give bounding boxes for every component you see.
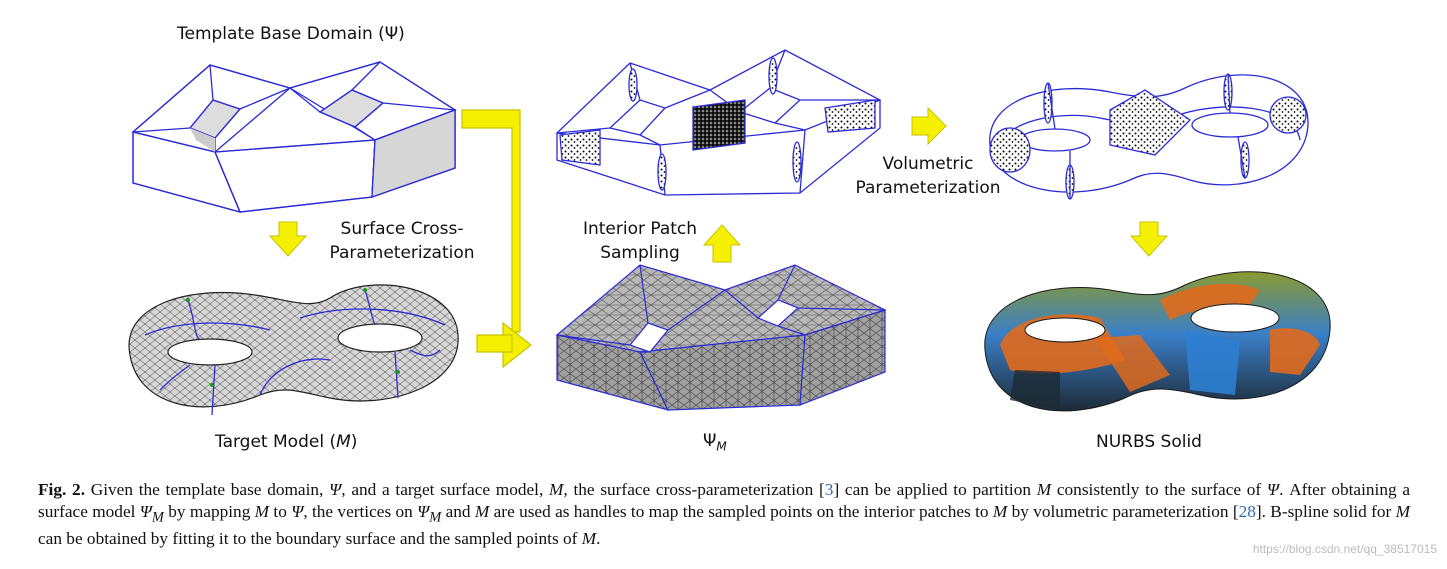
caption-psi: Ψ xyxy=(329,480,342,499)
label-surface-cross-line1: Surface Cross- xyxy=(340,219,464,239)
down-arrow-right-icon xyxy=(1129,221,1169,257)
caption-text: , the vertices on xyxy=(303,501,418,521)
caption-m: M xyxy=(549,480,564,499)
down-arrow-icon xyxy=(268,221,308,257)
label-volumetric-line1: Volumetric xyxy=(882,154,974,174)
caption-text: can be obtained by fitting it to the bou… xyxy=(38,529,582,549)
caption-psim-sub: M xyxy=(151,508,164,525)
label-interior-patch-line2: Sampling xyxy=(600,243,680,263)
volumetric-torus-wireframe xyxy=(989,73,1309,200)
citation-link-3[interactable]: 3 xyxy=(824,480,834,499)
label-template-base-domain: Template Base Domain (Ψ) xyxy=(177,24,405,44)
nurbs-solid xyxy=(984,271,1331,412)
caption-m: M xyxy=(1036,480,1052,499)
figure-caption: Fig. 2. Given the template base domain, … xyxy=(38,479,1410,550)
label-psi-m: ΨM xyxy=(703,431,727,453)
caption-text: by mapping xyxy=(163,501,255,521)
caption-text: Given the template base domain, xyxy=(85,480,330,499)
label-psi-sub: M xyxy=(716,439,727,454)
label-volumetric-line2: Parameterization xyxy=(855,178,1001,198)
label-surface-cross-parameterization: Surface Cross- Parameterization xyxy=(322,217,482,265)
label-target-model-text: Target Model ( xyxy=(215,432,337,452)
label-interior-patch-sampling: Interior Patch Sampling xyxy=(570,217,710,265)
interior-patch-wireframe xyxy=(555,49,882,196)
caption-m: M xyxy=(581,529,597,549)
label-surface-cross-line2: Parameterization xyxy=(329,243,475,263)
label-volumetric-parameterization: Volumetric Parameterization xyxy=(848,152,1008,200)
caption-text: ]. B-spline solid for xyxy=(1255,501,1396,521)
caption-text: by volumetric parameterization [ xyxy=(1007,501,1239,521)
caption-psim-sub: M xyxy=(429,508,442,525)
caption-text: , and a target surface model, xyxy=(341,480,550,499)
target-model-mesh xyxy=(128,284,459,416)
caption-m: M xyxy=(992,501,1008,521)
caption-text: . After obtaining a surface model xyxy=(38,480,1410,521)
caption-text: to xyxy=(269,501,292,521)
caption-text: . xyxy=(596,529,601,549)
caption-psim: Ψ xyxy=(417,501,430,521)
caption-m: M xyxy=(254,501,270,521)
caption-psi: Ψ xyxy=(1266,480,1280,499)
caption-text: and xyxy=(441,501,475,521)
psi-m-mesh xyxy=(555,264,887,411)
caption-m: M xyxy=(474,501,490,521)
right-arrow-icon xyxy=(911,106,947,146)
watermark: https://blog.csdn.net/qq_38517015 xyxy=(1252,542,1437,556)
label-nurbs-solid: NURBS Solid xyxy=(1096,432,1202,452)
label-psi: Ψ xyxy=(703,431,717,451)
caption-fig-label: Fig. 2. xyxy=(38,480,86,499)
label-target-model: Target Model (M) xyxy=(215,432,357,452)
connector-arrow-icon xyxy=(461,109,532,369)
caption-psim: Ψ xyxy=(139,501,152,521)
citation-link-28[interactable]: 28 xyxy=(1238,501,1256,521)
figure-illustration xyxy=(128,49,1331,416)
caption-text: consistently to the surface of xyxy=(1051,480,1267,499)
caption-text: ] can be applied to partition xyxy=(833,480,1037,499)
template-base-domain-wireframe xyxy=(131,61,457,213)
label-interior-patch-line1: Interior Patch xyxy=(582,219,698,239)
caption-psi: Ψ xyxy=(291,501,304,521)
caption-text: , the surface cross-parameterization [ xyxy=(563,480,825,499)
label-target-model-var: M xyxy=(336,432,351,452)
caption-text: are used as handles to map the sampled p… xyxy=(489,501,993,521)
up-arrow-icon xyxy=(702,224,742,263)
label-target-model-close: ) xyxy=(350,432,358,452)
caption-m: M xyxy=(1395,501,1411,521)
